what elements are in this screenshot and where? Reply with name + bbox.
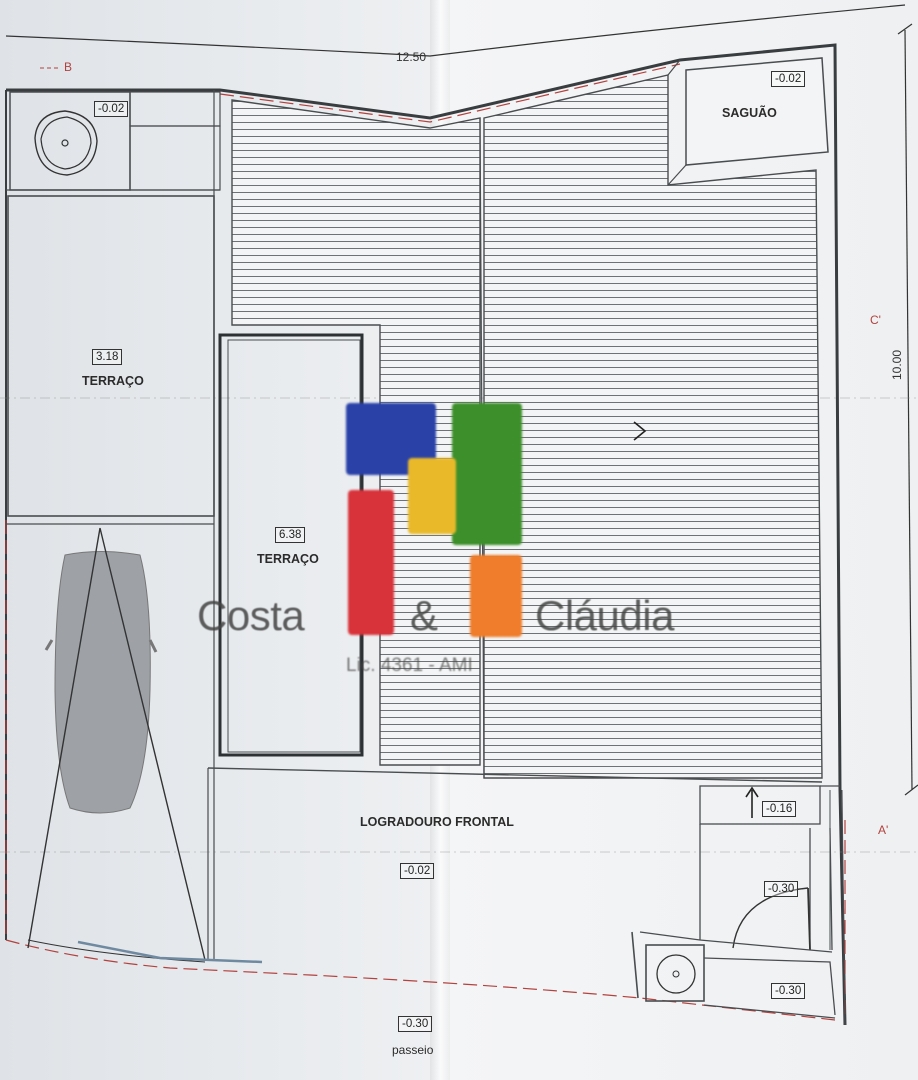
dimension-width-label: 12.50 [396,50,427,64]
logo-word-costa: Costa [197,592,305,639]
room-label-saguao: SAGUÃO [722,106,777,120]
logo-block-yellow [408,458,456,534]
chevron-right-icon [633,421,647,441]
room-label-passeio: passeio [392,1043,434,1057]
level-tag-terraco-mid: 6.38 [275,527,306,543]
logo-ampersand: & [410,592,438,639]
roof-hatch-left [231,99,481,766]
tree-icon [34,110,98,176]
meter-box [645,944,705,1002]
entry-step [699,785,821,825]
arrow-up-icon [745,786,759,818]
level-tag-step: -0.16 [762,801,797,817]
level-tag-bottom-right: -0.30 [771,983,806,999]
room-label-logradouro: LOGRADOURO FRONTAL [360,815,514,829]
property-line [219,63,681,123]
roof-hatch-right [483,74,823,779]
logo-block-green [452,403,522,545]
dimension-line-top [5,4,906,57]
dimension-height-label: 10.00 [890,349,904,380]
level-tag-passeio: -0.30 [398,1016,433,1032]
saguao-room [685,57,829,166]
carport-lines [27,527,206,961]
axis-label-c: C' [870,313,881,327]
logo-license: Lic. 4361 - AMI [346,655,473,676]
room-label-terraco-left: TERRAÇO [82,374,144,388]
logo-block-red [348,490,394,635]
logo-block-orange [470,555,522,637]
door-swing [732,887,811,951]
level-tag-saguao: -0.02 [771,71,806,87]
car-icon [44,551,158,814]
level-tag-door: -0.30 [764,881,799,897]
level-tag-top-left: -0.02 [94,101,129,117]
logo-word-claudia: Cláudia [535,592,674,639]
axis-label-b: B [64,60,73,74]
room-label-terraco-mid: TERRAÇO [257,552,319,566]
dimension-line-right [904,29,913,791]
level-tag-terraco-left: 3.18 [92,349,123,365]
axis-label-a: A' [878,823,889,837]
level-tag-logradouro: -0.02 [400,863,435,879]
